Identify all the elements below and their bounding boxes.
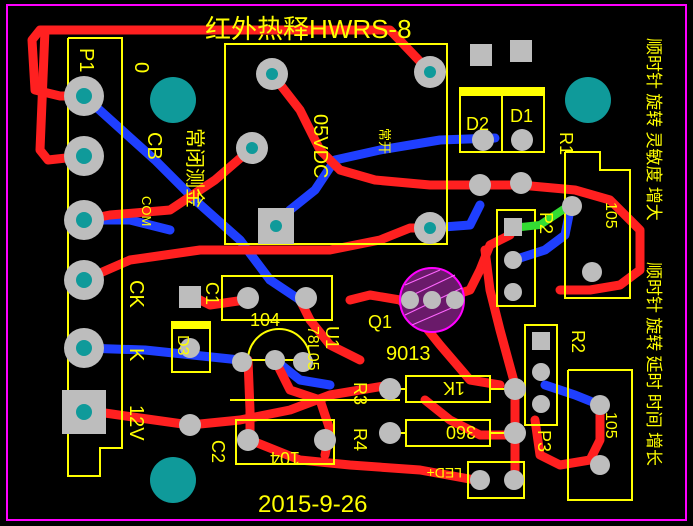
board-title: 红外热释HWRS-8: [205, 14, 412, 44]
label-r3-value: 1K: [443, 378, 465, 398]
label-c1: C1: [202, 282, 222, 305]
d1-cathode-bar: [502, 88, 544, 96]
label-com: COM: [139, 196, 154, 226]
label-p2: P2: [536, 212, 556, 234]
label-q1: Q1: [368, 312, 392, 332]
d2-cathode-bar: [460, 88, 502, 96]
right-text-delay: 顺时针 旋转 延时 时间 增长: [644, 262, 663, 466]
label-cb: CB: [143, 132, 165, 160]
label-r4: R4: [350, 428, 370, 451]
label-c2: C2: [208, 440, 228, 463]
label-r3: R3: [350, 382, 370, 405]
label-u1-value: 78L05: [304, 326, 321, 371]
label-ck: CK: [125, 280, 147, 308]
small-pads: [179, 40, 610, 490]
label-relay-cn-left: 常闭测金: [183, 128, 206, 208]
relay-pads: [236, 56, 446, 244]
right-text-sensitivity: 顺时针 旋转 灵敏度 增大: [644, 38, 663, 221]
label-led: LED+: [427, 465, 462, 481]
label-p3: P3: [534, 430, 554, 452]
board-outline: [6, 4, 687, 521]
label-k: K: [125, 348, 147, 362]
label-d3: D3: [174, 335, 191, 356]
label-q1-value: 9013: [386, 343, 431, 365]
label-r2-value: 105: [602, 412, 619, 439]
label-r1-value: 105: [602, 202, 619, 229]
label-r4-value: 360: [446, 422, 476, 442]
label-c1-value: 104: [250, 310, 280, 330]
mount-hole: [150, 77, 196, 123]
label-r1: R1: [556, 132, 576, 155]
p1-pads: [62, 76, 106, 434]
mount-hole: [150, 457, 196, 503]
label-relay-voltage: 05VDC: [309, 114, 331, 178]
silkscreen: [67, 37, 633, 501]
label-d1: D1: [510, 106, 533, 126]
label-relay-cn-right: 常开: [377, 128, 392, 154]
label-p1: P1: [75, 48, 97, 72]
label-u1: U1: [322, 326, 342, 349]
mount-hole: [565, 77, 611, 123]
label-p1-pin0: 0: [130, 62, 152, 73]
label-d2: D2: [466, 114, 489, 134]
label-c2-value: 104: [270, 448, 300, 468]
label-r2: R2: [568, 330, 588, 353]
label-12v: 12V: [125, 405, 147, 441]
board-date: 2015-9-26: [258, 491, 367, 518]
d3-cathode-bar: [172, 322, 210, 329]
